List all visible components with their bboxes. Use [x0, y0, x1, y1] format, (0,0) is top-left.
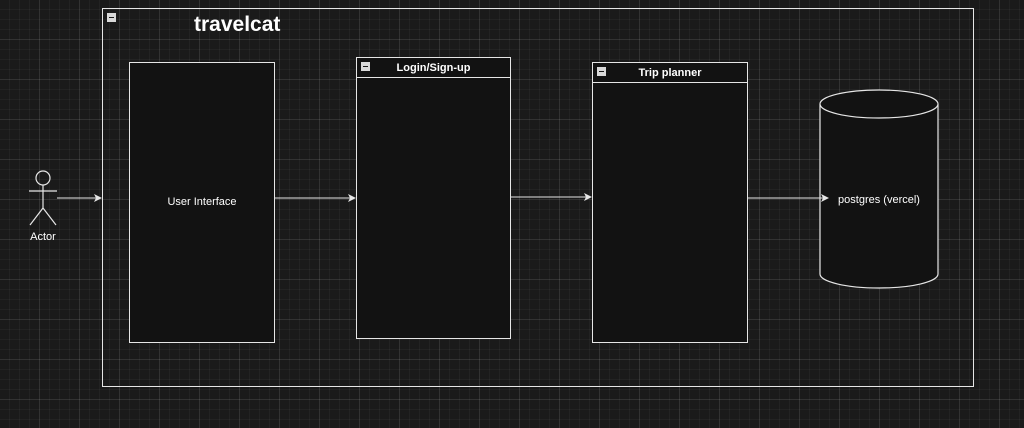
- trip-planner-container[interactable]: Trip planner: [592, 62, 748, 343]
- actor-head: [35, 170, 51, 186]
- system-frame-title: travelcat: [194, 13, 281, 36]
- frame-collapse-icon[interactable]: [107, 13, 116, 22]
- trip-planner-header[interactable]: Trip planner: [593, 63, 747, 83]
- login-signup-title: Login/Sign-up: [396, 61, 471, 74]
- user-interface-label: User Interface: [167, 196, 237, 208]
- actor-icon[interactable]: [29, 170, 57, 226]
- login-signup-container[interactable]: Login/Sign-up: [356, 57, 511, 339]
- actor-label: Actor: [30, 231, 56, 243]
- trip-planner-collapse-icon[interactable]: [597, 67, 606, 76]
- actor-right-leg: [42, 207, 57, 226]
- trip-planner-title: Trip planner: [638, 66, 702, 79]
- user-interface-block[interactable]: [129, 62, 275, 343]
- login-signup-collapse-icon[interactable]: [361, 62, 370, 71]
- actor-left-leg: [29, 207, 44, 226]
- system-frame[interactable]: [102, 8, 974, 387]
- login-signup-header[interactable]: Login/Sign-up: [357, 58, 510, 78]
- database-cylinder-icon[interactable]: [819, 89, 939, 289]
- database-label: postgres (vercel): [838, 194, 920, 206]
